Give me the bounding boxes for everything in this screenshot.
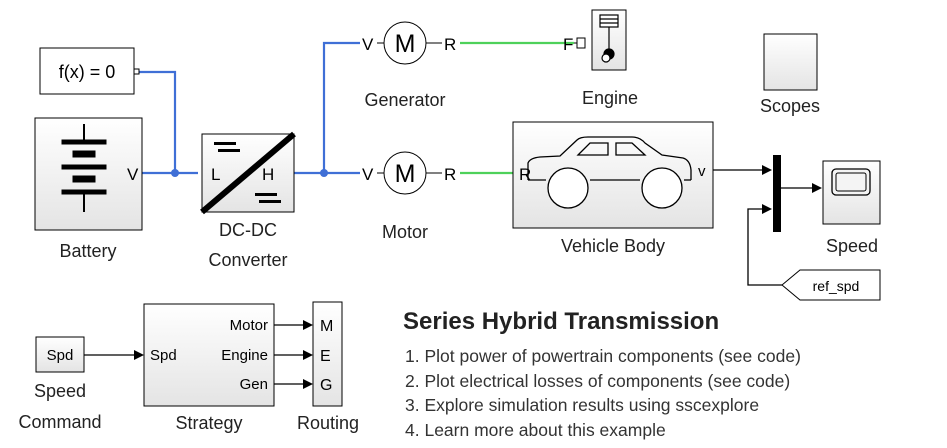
vehicle-port-v: v [698,163,706,180]
strategy-port-spd: Spd [150,347,177,364]
battery-block[interactable]: V [34,117,143,231]
routing-port-e: E [320,348,331,365]
link-plot-losses[interactable]: 2. Plot electrical losses of components … [405,370,791,391]
generator-block[interactable]: V M R [362,21,456,65]
generator-label: Generator [364,90,446,110]
arrowhead [762,165,772,175]
link-plot-power[interactable]: 1. Plot power of powertrain components (… [405,346,801,366]
motor-port-v: V [362,165,374,184]
scopes-block[interactable] [763,33,818,91]
engine-piston-icon [599,14,619,63]
arrowhead [134,350,144,360]
arrowhead [303,320,313,330]
arrowhead [303,379,313,389]
arrowhead [812,183,822,193]
converter-label-line1: DC-DC [219,220,277,240]
generator-port-v: V [362,35,374,54]
vehicle-body-block[interactable]: R v [512,121,714,229]
routing-block[interactable]: M E G [312,301,343,407]
ref-spd-text: ref_spd [813,278,860,294]
mux-block[interactable] [773,155,781,232]
strategy-port-engine: Engine [221,347,268,364]
battery-icon [61,124,107,212]
converter-label-line2: Converter [208,250,288,270]
routing-port-m: M [320,318,333,335]
converter-port-l: L [211,165,220,184]
strategy-port-gen: Gen [240,376,268,393]
scope-screen-icon [831,168,871,196]
routing-port-g: G [320,377,332,394]
car-icon [527,136,692,181]
junction-node [320,169,328,177]
example-links: 1. Plot power of powertrain components (… [405,344,801,442]
motor-block[interactable]: V M R [362,151,456,195]
arrowhead [303,350,313,360]
solver-to-battery-line[interactable] [138,70,177,173]
node-to-generator-line[interactable] [322,41,360,173]
engine-label: Engine [581,88,639,108]
speed-command-label-line2: Command [18,412,102,432]
converter-block[interactable]: L H [200,131,296,215]
speed-command-text: Spd [47,347,74,364]
ref-spd-tag[interactable]: ref_spd [781,269,881,301]
strategy-port-motor: Motor [230,317,268,334]
routing-label: Routing [296,413,360,433]
battery-port-v: V [127,165,139,184]
engine-block[interactable]: F [563,9,627,71]
converter-icon [200,131,296,215]
strategy-label: Strategy [175,413,243,433]
car-wheel-icon [641,167,683,209]
signal-arrowheads [134,165,822,389]
speed-scope-block[interactable] [822,160,881,225]
vehicle-body-label: Vehicle Body [560,236,666,256]
battery-label: Battery [59,241,117,261]
motor-symbol: M [395,160,416,188]
ref-to-mux-line[interactable] [747,208,782,286]
model-title: Series Hybrid Transmission [403,308,720,335]
generator-port-r: R [444,35,456,54]
scopes-label: Scopes [759,96,821,116]
speed-scope-label: Speed [825,236,879,256]
car-wheel-icon [547,167,589,209]
junction-node [171,169,179,177]
link-learn-more[interactable]: 4. Learn more about this example [405,419,666,440]
vehicle-port-r: R [519,165,531,184]
motor-port-r: R [444,165,456,184]
speed-command-block[interactable]: Spd [35,336,85,373]
strategy-block[interactable]: Spd Motor Engine Gen [143,303,275,407]
motor-label: Motor [381,222,428,242]
engine-port-f: F [563,35,573,54]
solver-text: f(x) = 0 [59,62,116,82]
converter-port-h: H [262,165,274,184]
solver-block[interactable]: f(x) = 0 [39,47,140,95]
signal-connections [84,169,816,385]
arrowhead [762,204,772,214]
generator-symbol: M [395,30,416,58]
speed-command-label-line1: Speed [33,381,87,401]
link-explore-results[interactable]: 3. Explore simulation results using ssce… [405,395,760,416]
